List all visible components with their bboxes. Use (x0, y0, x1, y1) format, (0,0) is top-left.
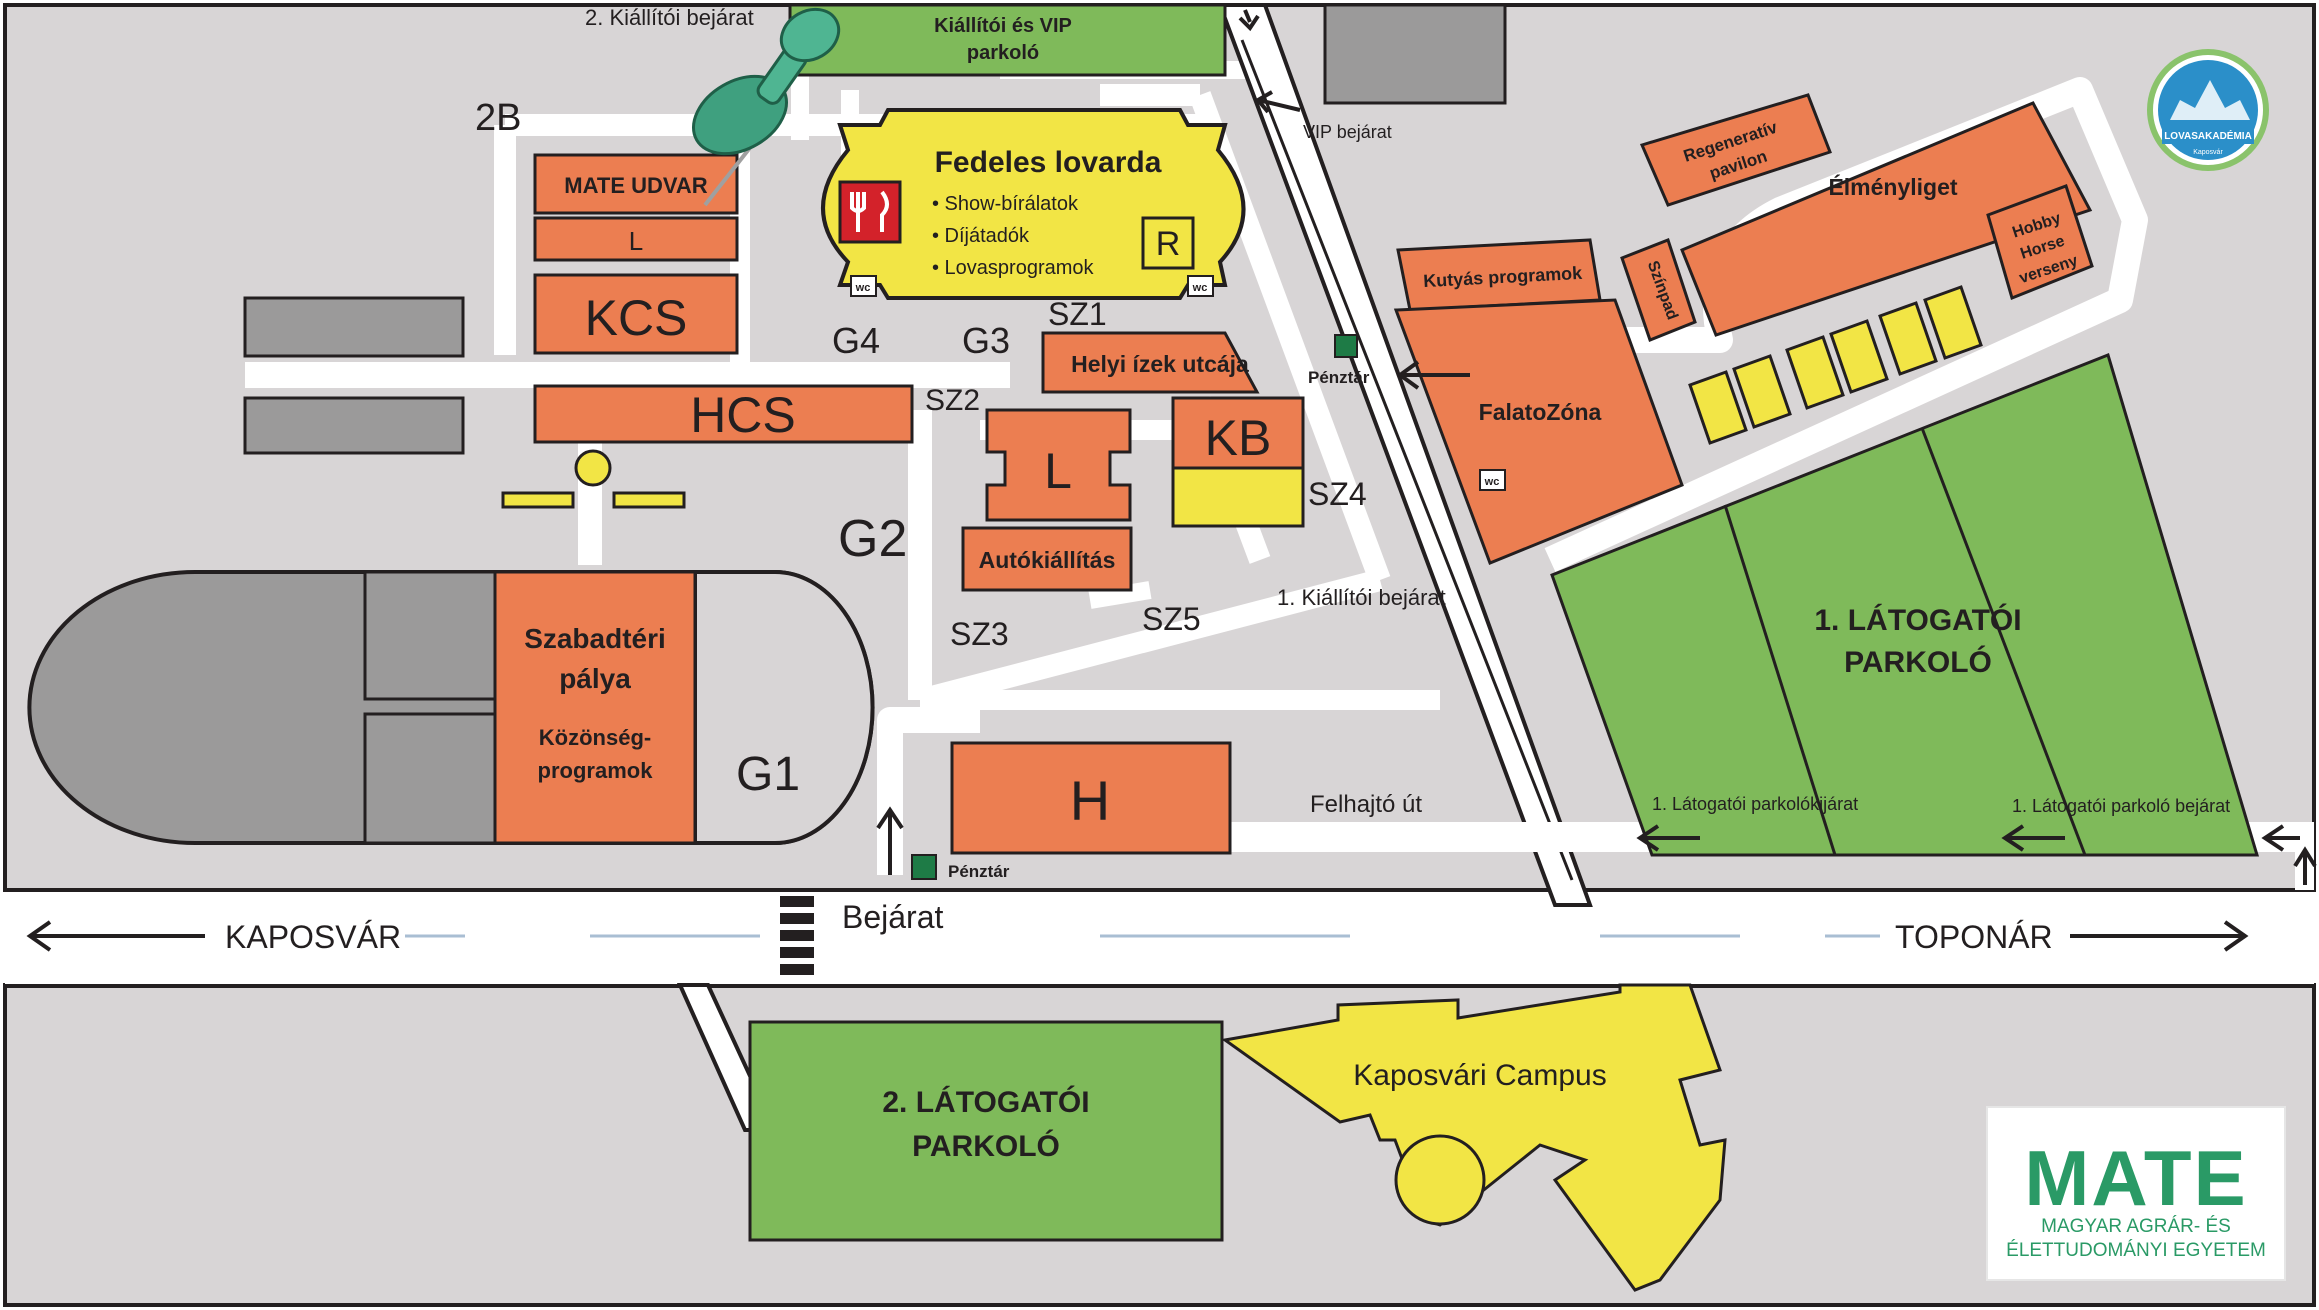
building-l-big[interactable]: L (985, 408, 1132, 522)
vip-entrance-label: VIP bejárat (1303, 122, 1392, 142)
lovasakademia-logo: LOVASAKADÉMIA Kaposvár (2147, 49, 2269, 171)
ticket-office-label: Pénztár (1308, 368, 1370, 387)
autokiallitas-label: Autókiállítás (979, 547, 1116, 573)
autokiallitas[interactable]: Autókiállítás (961, 526, 1133, 592)
entrance2-label: 2. Kiállítói bejárat (585, 5, 754, 30)
kaposvari-campus[interactable]: Kaposvári Campus (1221, 983, 1727, 1292)
building-hcs[interactable]: HCS (533, 384, 914, 444)
svg-text:wc: wc (1484, 476, 1500, 488)
gate-g1: G1 (736, 748, 800, 801)
gate-g2: G2 (838, 510, 907, 568)
mate-logo: MATE MAGYAR AGRÁR- ÉS ÉLETTUDOMÁNYI EGYE… (1986, 1106, 2286, 1281)
hobby-horse-verseny[interactable]: Hobby Horse verseny (1986, 184, 2094, 301)
parking-1-label-1: 1. LÁTOGATÓI (1814, 603, 2021, 637)
vip-parking-label-2: parkoló (967, 42, 1039, 64)
main-road (5, 892, 2314, 984)
arena-program-1: Közönség- (539, 725, 651, 750)
grey-buildings (243, 3, 1507, 455)
building-kcs[interactable]: KCS (533, 273, 739, 355)
mate-line-2: ÉLETTUDOMÁNYI EGYETEM (2006, 1240, 2266, 1261)
building-kb[interactable]: KB (1171, 396, 1305, 528)
outdoor-arena[interactable]: Szabadtéri pálya Közönség- programok G1 (27, 570, 875, 845)
map-labels: 2. Kiállítói bejárat 2B VIP bejárat SZ1 … (225, 5, 2230, 955)
r-marker (1141, 216, 1195, 270)
info-marker (501, 449, 686, 509)
falatozona[interactable]: FalatoZóna wc (1393, 298, 1684, 565)
vip-parking-label-1: Kiállítói és VIP (934, 15, 1072, 37)
fedeles-lovarda-title: Fedeles lovarda (935, 146, 1162, 179)
helyi-izek-utcaja[interactable]: Helyi ízek utcája (1041, 331, 1260, 394)
arena-program-2: programok (538, 758, 654, 783)
parking-2-label-2: PARKOLÓ (912, 1129, 1060, 1163)
arrow-icon (26, 9, 2317, 952)
vip-access-road (1217, 3, 1593, 907)
elmenyliget-label: Élményliget (1828, 173, 1957, 200)
parking-exit-label: 1. Látogatói parkolókijárat (1652, 794, 1858, 814)
svg-text:wc: wc (855, 282, 871, 294)
parking-2-label-1: 2. LÁTOGATÓI (882, 1085, 1089, 1119)
sz1-label: SZ1 (1048, 296, 1107, 332)
fedeles-item-3: • Lovasprogramok (932, 257, 1095, 279)
vip-parking: Kiállítói és VIP parkoló (788, 3, 1227, 77)
parking-1[interactable]: 1. LÁTOGATÓI PARKOLÓ (1550, 353, 2260, 857)
wc-icon: wc (1187, 275, 1214, 297)
building-hcs-label: HCS (690, 387, 796, 443)
wc-icon: wc (850, 275, 877, 297)
building-h-label: H (1070, 769, 1110, 832)
lovasakademia-subtext: Kaposvár (2193, 149, 2223, 156)
mate-udvar[interactable]: MATE UDVAR (533, 153, 739, 215)
szinpad[interactable]: Színpad (1620, 238, 1697, 342)
helyi-izek-label: Helyi ízek utcája (1071, 351, 1249, 377)
push-pin-icon (691, 7, 841, 207)
gate-2b: 2B (475, 97, 521, 139)
mate-udvar-label: MATE UDVAR (564, 173, 708, 198)
arena-title: Szabadtéri (524, 623, 666, 654)
building-l-small-label: L (629, 226, 643, 256)
direction-kaposvar: KAPOSVÁR (225, 919, 401, 955)
mate-wordmark: MATE (2024, 1134, 2247, 1222)
r-marker-label: R (1156, 225, 1181, 263)
parking-2[interactable]: 2. LÁTOGATÓI PARKOLÓ (748, 1020, 1224, 1242)
main-entrance-label: Bejárat (842, 899, 944, 935)
campus-label: Kaposvári Campus (1353, 1059, 1606, 1092)
fedeles-item-1: • Show-bírálatok (932, 193, 1079, 215)
restaurant-icon (838, 180, 902, 244)
parking-1-label-2: PARKOLÓ (1844, 645, 1992, 679)
ticket-office-icon (911, 854, 937, 880)
wc-icon: wc (1479, 469, 1506, 491)
fedeles-lovarda[interactable]: Fedeles lovarda • Show-bírálatok • Díját… (821, 108, 1246, 300)
sz5-label: SZ5 (1142, 601, 1201, 637)
building-l-big-label: L (1044, 443, 1072, 499)
parking-entrance-label: 1. Látogatói parkoló bejárat (2012, 796, 2230, 816)
building-kcs-label: KCS (585, 290, 688, 346)
arena-subtitle: pálya (559, 663, 631, 694)
gate-g4: G4 (832, 320, 880, 361)
sz2-label: SZ2 (925, 384, 980, 417)
crosswalk-icon (780, 896, 814, 975)
falatozona-label: FalatoZóna (1479, 399, 1602, 425)
sz3-label: SZ3 (950, 616, 1009, 652)
ticket-office-icon (1334, 334, 1358, 358)
sz4-label: SZ4 (1308, 476, 1367, 512)
ticket-office-label-south: Pénztár (948, 862, 1010, 881)
food-stalls (1688, 285, 1983, 445)
svg-text:wc: wc (1192, 282, 1208, 294)
lovasakademia-text: LOVASAKADÉMIA (2164, 129, 2252, 142)
fedeles-item-2: • Díjátadók (932, 225, 1030, 247)
entrance1-label: 1. Kiállítói bejárat (1277, 585, 1446, 610)
building-kb-label: KB (1205, 410, 1272, 466)
gate-g3: G3 (962, 320, 1010, 361)
building-h[interactable]: H (950, 741, 1232, 855)
kutyas-programok[interactable]: Kutyás programok (1396, 238, 1602, 312)
mate-line-1: MAGYAR AGRÁR- ÉS (2041, 1216, 2231, 1237)
regenerativ-pavilon[interactable]: Regeneratív pavilon (1639, 93, 1832, 207)
building-l-small[interactable]: L (533, 216, 739, 262)
elmenyliget[interactable]: Élményliget (1680, 101, 2093, 337)
felhajto-label: Felhajtó út (1310, 791, 1422, 818)
direction-toponar: TOPONÁR (1895, 919, 2053, 955)
